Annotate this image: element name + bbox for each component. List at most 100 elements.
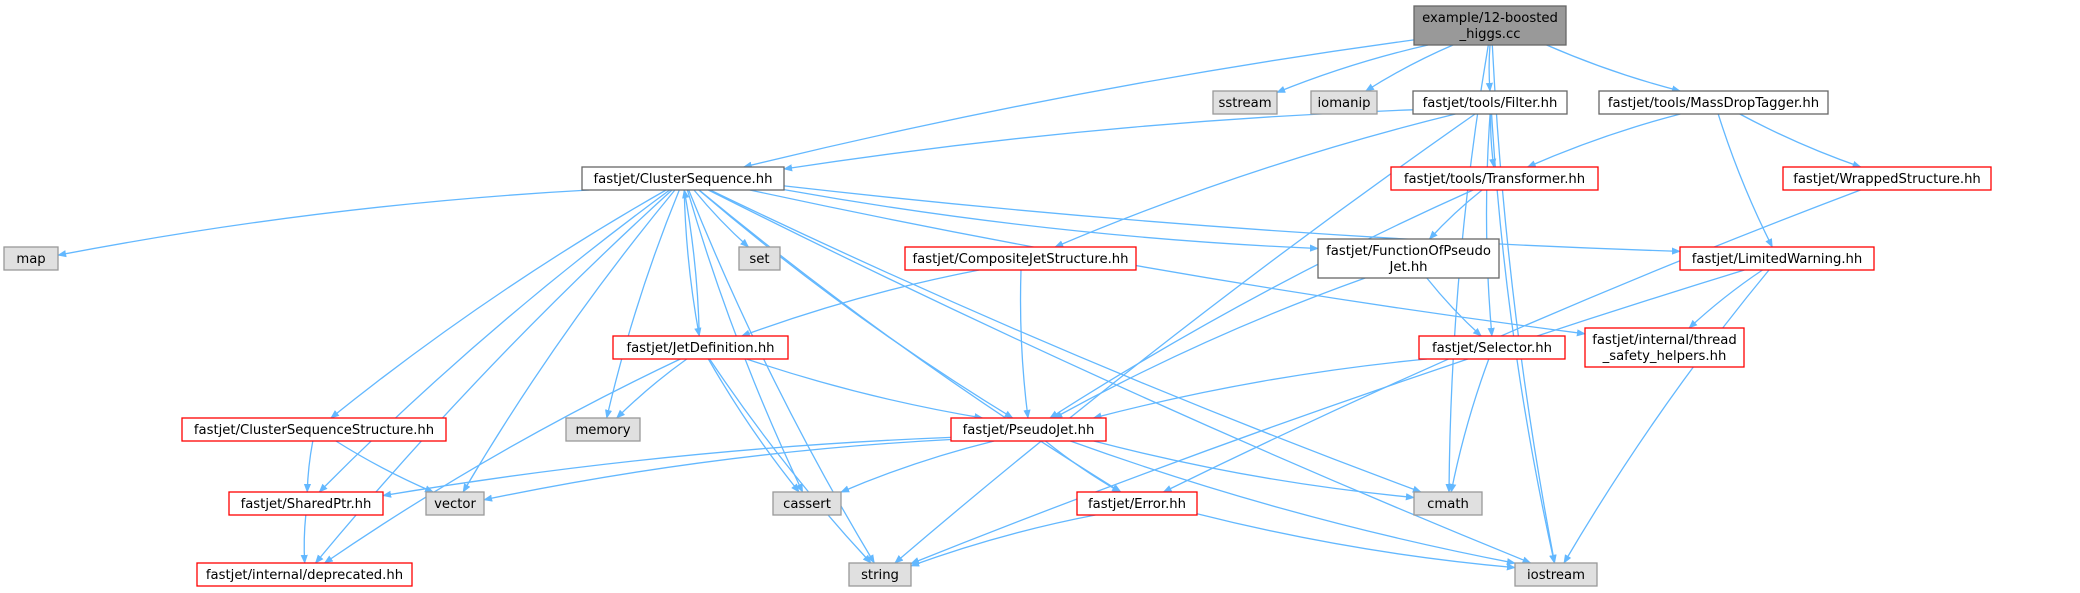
node-cmath-box xyxy=(1413,491,1483,516)
node-filter[interactable]: fastjet/tools/Filter.hh xyxy=(1412,90,1568,115)
node-sstream-label-0: sstream xyxy=(1218,96,1271,111)
node-clusterseq-box xyxy=(581,166,785,191)
node-clusterseq[interactable]: fastjet/ClusterSequence.hh xyxy=(581,166,785,191)
node-vector-box xyxy=(425,491,485,516)
edge-clusterseq-to-cmath xyxy=(709,189,1422,493)
node-funcpseudo-label-1: Jet.hh xyxy=(1388,260,1427,275)
node-sstream-box xyxy=(1212,90,1278,115)
edge-transformer-to-pseudojet xyxy=(1049,189,1474,419)
node-limited-box xyxy=(1679,246,1875,271)
node-error-label-0: fastjet/Error.hh xyxy=(1088,497,1186,512)
edge-selector-to-pseudojet xyxy=(1092,358,1428,420)
node-memory-box xyxy=(565,417,641,442)
node-filter-label-0: fastjet/tools/Filter.hh xyxy=(1423,96,1558,111)
edge-root-to-clusterseq xyxy=(742,39,1415,169)
node-threadsafe-box xyxy=(1584,327,1745,368)
node-composite[interactable]: fastjet/CompositeJetStructure.hh xyxy=(904,246,1137,271)
edge-root-to-iomanip xyxy=(1365,44,1454,92)
node-memory-label-0: memory xyxy=(575,423,630,438)
node-string-box xyxy=(848,562,912,587)
node-pseudojet[interactable]: fastjet/PseudoJet.hh xyxy=(950,417,1107,442)
node-selector[interactable]: fastjet/Selector.hh xyxy=(1418,335,1566,360)
edge-massdrop-to-limited xyxy=(1717,113,1773,248)
node-pseudojet-box xyxy=(950,417,1107,442)
edge-clusterseq-to-memory xyxy=(605,189,680,419)
node-memory: memory xyxy=(565,417,641,442)
node-root[interactable]: example/12-boosted_higgs.cc xyxy=(1413,5,1567,46)
node-threadsafe[interactable]: fastjet/internal/thread_safety_helpers.h… xyxy=(1584,327,1745,368)
edge-error-to-string xyxy=(910,514,1096,567)
node-wrapped-label-0: fastjet/WrappedStructure.hh xyxy=(1793,172,1981,187)
node-error[interactable]: fastjet/Error.hh xyxy=(1076,491,1198,516)
node-transformer-box xyxy=(1390,166,1599,191)
node-iomanip-label-0: iomanip xyxy=(1317,96,1370,111)
edge-root-to-sstream xyxy=(1276,44,1429,94)
node-iostream-box xyxy=(1514,562,1598,587)
edge-pseudojet-to-cassert xyxy=(840,440,995,493)
node-root-label-1: _higgs.cc xyxy=(1459,27,1521,42)
edge-clusterseq-to-funcpseudo xyxy=(783,188,1319,252)
node-deprecated-label-0: fastjet/internal/deprecated.hh xyxy=(206,568,403,583)
edge-limited-to-threadsafe xyxy=(1688,269,1763,329)
node-csstructure-box xyxy=(181,417,447,442)
edge-root-to-iostream xyxy=(1491,44,1557,564)
edge-composite-to-pseudojet xyxy=(1019,269,1031,419)
node-string: string xyxy=(848,562,912,587)
edge-selector-to-cmath xyxy=(1449,358,1490,493)
edge-clusterseq-to-threadsafe xyxy=(749,189,1586,337)
edge-transformer-to-funcpseudo xyxy=(1428,189,1483,240)
node-composite-box xyxy=(904,246,1137,271)
node-jetdef[interactable]: fastjet/JetDefinition.hh xyxy=(612,335,789,360)
node-cassert-box xyxy=(772,491,842,516)
node-root-label-0: example/12-boosted xyxy=(1422,11,1558,26)
edge-jetdef-to-clusterseq xyxy=(682,189,700,337)
node-iostream-label-0: iostream xyxy=(1527,568,1585,583)
edge-csstructure-to-sharedptr xyxy=(303,440,314,493)
node-cassert: cassert xyxy=(772,491,842,516)
node-cmath: cmath xyxy=(1413,491,1483,516)
edge-pseudojet-to-vector xyxy=(483,438,952,502)
edge-wrapped-to-error xyxy=(1162,189,1861,493)
edge-massdrop-to-wrapped xyxy=(1739,113,1862,168)
edge-clusterseq-to-sharedptr xyxy=(318,189,671,493)
node-selector-box xyxy=(1418,335,1566,360)
edge-funcpseudo-to-selector xyxy=(1426,277,1482,337)
node-limited[interactable]: fastjet/LimitedWarning.hh xyxy=(1679,246,1875,271)
node-csstructure-label-0: fastjet/ClusterSequenceStructure.hh xyxy=(194,423,434,438)
edge-clusterseq-to-set xyxy=(693,189,750,248)
edge-root-to-filter xyxy=(1485,44,1493,92)
node-iomanip: iomanip xyxy=(1310,90,1378,115)
node-map-box xyxy=(3,246,59,271)
node-deprecated[interactable]: fastjet/internal/deprecated.hh xyxy=(196,562,413,587)
edge-pseudojet-to-cmath xyxy=(1093,440,1415,501)
node-massdrop[interactable]: fastjet/tools/MassDropTagger.hh xyxy=(1598,90,1829,115)
node-vector: vector xyxy=(425,491,485,516)
node-threadsafe-label-1: _safety_helpers.hh xyxy=(1602,349,1727,364)
node-iostream: iostream xyxy=(1514,562,1598,587)
node-sharedptr[interactable]: fastjet/SharedPtr.hh xyxy=(228,491,384,516)
edges-layer xyxy=(57,39,1862,571)
edge-clusterseq-to-csstructure xyxy=(330,189,667,419)
edge-jetdef-to-memory xyxy=(616,358,688,419)
edge-root-to-massdrop xyxy=(1546,44,1681,93)
node-pseudojet-label-0: fastjet/PseudoJet.hh xyxy=(963,423,1095,438)
node-set-box xyxy=(738,246,781,271)
edge-massdrop-to-transformer xyxy=(1526,113,1681,168)
node-set-label-0: set xyxy=(749,252,769,267)
node-transformer-label-0: fastjet/tools/Transformer.hh xyxy=(1404,172,1585,187)
edge-clusterseq-to-error xyxy=(698,189,1122,493)
node-wrapped[interactable]: fastjet/WrappedStructure.hh xyxy=(1782,166,1992,191)
node-selector-label-0: fastjet/Selector.hh xyxy=(1432,341,1552,356)
edge-clusterseq-to-map xyxy=(57,189,590,258)
node-sharedptr-box xyxy=(228,491,384,516)
node-funcpseudo-box xyxy=(1317,238,1500,279)
edge-filter-to-transformer xyxy=(1489,113,1497,168)
edge-jetdef-to-deprecated xyxy=(323,358,681,564)
edge-composite-to-jetdef xyxy=(740,269,980,337)
node-csstructure[interactable]: fastjet/ClusterSequenceStructure.hh xyxy=(181,417,447,442)
edge-error-to-iostream xyxy=(1196,513,1516,571)
node-sstream: sstream xyxy=(1212,90,1278,115)
node-transformer[interactable]: fastjet/tools/Transformer.hh xyxy=(1390,166,1599,191)
node-string-label-0: string xyxy=(861,568,899,583)
